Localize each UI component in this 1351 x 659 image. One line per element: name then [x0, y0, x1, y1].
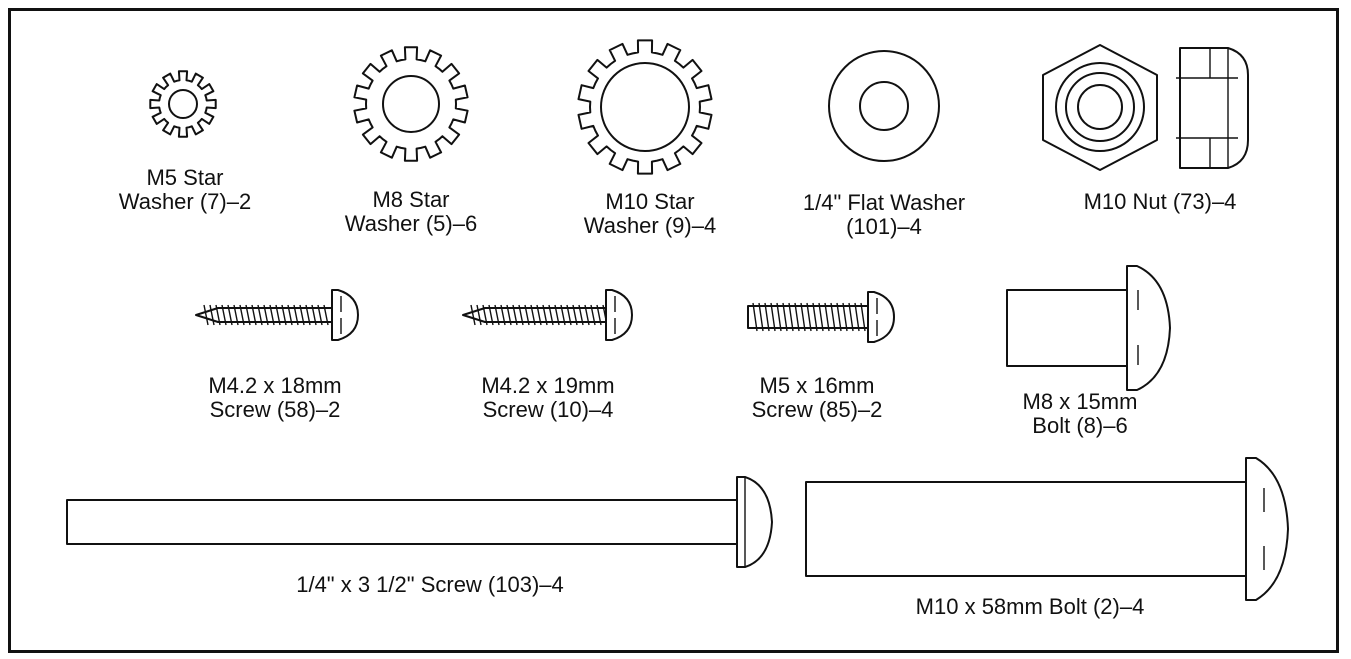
m8-15-bolt-drawing	[1006, 265, 1171, 391]
m42-18-screw-drawing	[195, 289, 359, 341]
m5-16-screw-drawing	[747, 291, 895, 343]
m5-star-washer-drawing	[149, 70, 217, 138]
label-m10-nut: M10 Nut (73)–4	[1083, 189, 1237, 214]
m10-58-bolt-drawing	[805, 457, 1289, 601]
m42-19-screw-drawing	[462, 289, 633, 341]
long-screw-drawing	[66, 476, 773, 568]
m8-star-washer-drawing	[353, 46, 469, 162]
label-flat-washer: 1/4" Flat Washer(101)–4	[802, 190, 966, 239]
label-long-screw: 1/4" x 3 1/2" Screw (103)–4	[296, 572, 564, 597]
flat-washer-drawing	[828, 50, 940, 162]
m10-nut-drawing	[1042, 44, 1249, 171]
m10-star-washer-drawing	[577, 39, 713, 175]
label-m10-58-bolt: M10 x 58mm Bolt (2)–4	[915, 594, 1145, 619]
